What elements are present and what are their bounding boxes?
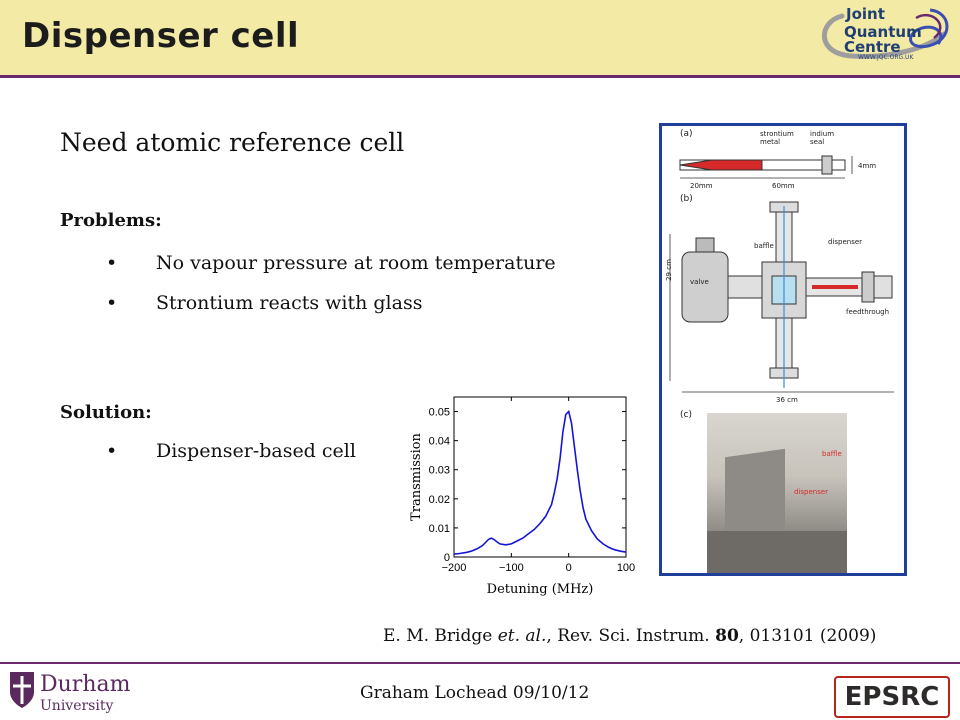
y-tick-label: 0.02 bbox=[429, 494, 450, 506]
apparatus-figure: (a) (b) (c) strontium metal indium seal … bbox=[659, 123, 907, 576]
y-tick-label: 0.05 bbox=[429, 407, 450, 419]
problem-item-text: Strontium reacts with glass bbox=[156, 292, 423, 314]
bullet-icon: • bbox=[106, 440, 118, 462]
photo-baffle-label: baffle bbox=[822, 450, 842, 458]
x-tick-label: −200 bbox=[442, 562, 467, 574]
problem-item-text: No vapour pressure at room temperature bbox=[156, 252, 556, 274]
dim-36cm: 36 cm bbox=[776, 396, 798, 404]
durham-logo-line1: Durham bbox=[40, 672, 131, 697]
main-heading: Need atomic reference cell bbox=[60, 128, 405, 157]
label-a: (a) bbox=[680, 129, 693, 139]
problems-label: Problems: bbox=[60, 210, 162, 231]
plot-frame bbox=[453, 396, 627, 558]
citation-etal: et. al. bbox=[497, 626, 547, 646]
x-tick-label: 100 bbox=[617, 562, 635, 574]
citation-pages-year: , 013101 (2009) bbox=[738, 626, 877, 646]
y-tick-label: 0.04 bbox=[429, 436, 450, 448]
x-tick-label: −100 bbox=[499, 562, 524, 574]
photo-dispenser-label: dispenser bbox=[794, 488, 829, 496]
footer-divider bbox=[0, 662, 960, 664]
jqc-logo-url: WWW.JQC.ORG.UK bbox=[858, 54, 914, 61]
dim-60mm: 60mm bbox=[772, 182, 795, 190]
durham-logo-line2: University bbox=[40, 698, 114, 714]
jqc-logo-line2: Quantum Centre bbox=[844, 23, 922, 56]
y-tick-label: 0.01 bbox=[429, 523, 450, 535]
dim-29cm: 29 cm bbox=[664, 259, 673, 281]
label-b: (b) bbox=[680, 194, 693, 204]
bullet-icon: • bbox=[106, 292, 118, 314]
jqc-logo-line1: Joint bbox=[846, 5, 885, 23]
slide-title: Dispenser cell bbox=[22, 16, 300, 56]
dim-20mm: 20mm bbox=[690, 182, 713, 190]
apparatus-diagram bbox=[669, 155, 894, 495]
dispenser-label: dispenser bbox=[828, 238, 863, 246]
valve-label: valve bbox=[690, 278, 709, 286]
strontium-metal-label: strontium metal bbox=[760, 130, 794, 146]
citation: E. M. Bridge et. al., Rev. Sci. Instrum.… bbox=[383, 626, 876, 646]
epsrc-logo: EPSRC bbox=[834, 676, 950, 718]
header-bar bbox=[0, 0, 960, 75]
citation-volume: 80 bbox=[715, 626, 739, 646]
indium-seal-label: indium seal bbox=[810, 130, 835, 146]
x-tick-label: 0 bbox=[566, 562, 572, 574]
dim-4mm: 4mm bbox=[858, 162, 877, 170]
apparatus-photo bbox=[707, 413, 847, 573]
label-c: (c) bbox=[680, 410, 692, 420]
y-tick-label: 0.03 bbox=[429, 465, 450, 477]
y-tick-label: 0 bbox=[444, 552, 450, 564]
feedthrough-label: feedthrough bbox=[846, 308, 890, 316]
durham-crest-icon bbox=[10, 672, 34, 708]
y-axis-label: Transmission bbox=[409, 432, 424, 520]
durham-logo: Durham University bbox=[8, 670, 131, 716]
baffle-label: baffle bbox=[754, 242, 774, 250]
bullet-icon: • bbox=[106, 252, 118, 274]
x-axis-label: Detuning (MHz) bbox=[487, 582, 594, 597]
header-divider bbox=[0, 75, 960, 78]
solution-item-text: Dispenser-based cell bbox=[156, 440, 356, 462]
citation-journal: , Rev. Sci. Instrum. bbox=[546, 626, 716, 646]
jqc-logo: Joint Quantum Centre WWW.JQC.ORG.UK bbox=[812, 4, 960, 70]
citation-authors: E. M. Bridge bbox=[383, 626, 498, 646]
solution-label: Solution: bbox=[60, 402, 152, 423]
author-date: Graham Lochead 09/10/12 bbox=[360, 683, 590, 703]
transmission-series-line bbox=[453, 409, 627, 555]
